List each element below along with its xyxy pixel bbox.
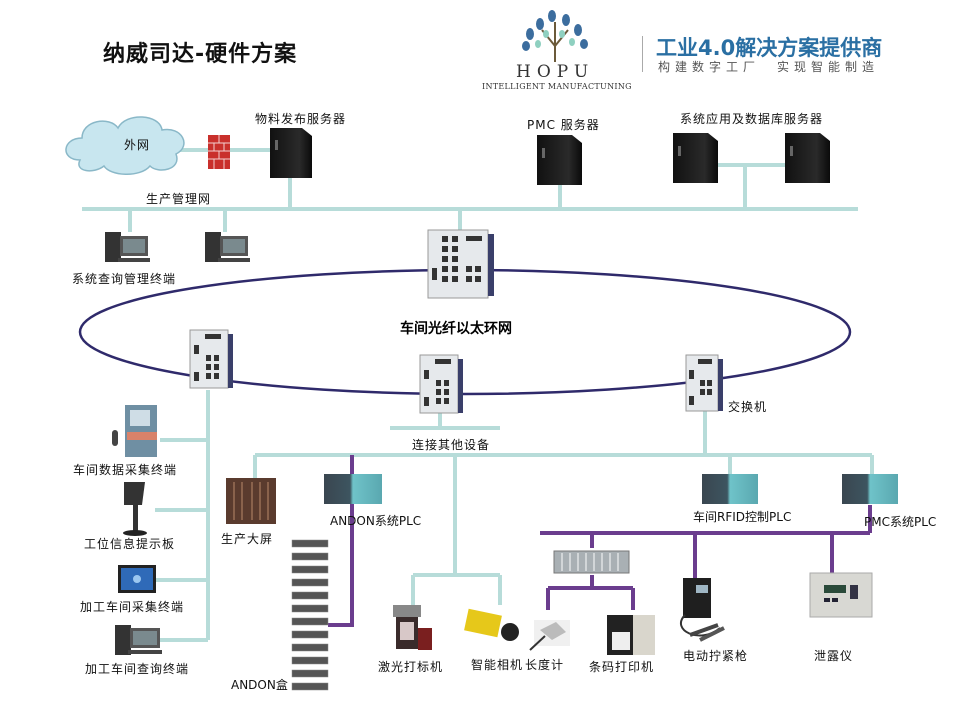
- core-switch-icon: [427, 229, 494, 299]
- firewall-icon: [208, 135, 230, 169]
- hopu-tree-logo-icon: [522, 10, 588, 62]
- andon-plc-icon: [324, 474, 382, 504]
- material-server-label: 物料发布服务器: [255, 112, 347, 126]
- andon-plc-label: ANDON系统PLC: [330, 514, 422, 528]
- logo-subtext: INTELLIGENT MANUFACTUNING: [482, 82, 632, 91]
- slogan-sub: 构建数字工厂 实现智能制造: [658, 60, 880, 74]
- query-terminal-label: 系统查询管理终端: [72, 272, 177, 286]
- switch-label: 交换机: [728, 400, 768, 414]
- leak-tester-label: 泄露仪: [814, 649, 854, 663]
- machining-collect-terminal-icon: [118, 565, 156, 593]
- andon-box-label: ANDON盒: [231, 678, 288, 692]
- plc-bus-lines: [328, 455, 872, 627]
- station-board-icon: [123, 482, 147, 536]
- big-screen-icon: [226, 478, 276, 524]
- page-title: 纳威司达-硬件方案: [103, 42, 298, 67]
- fiber-ring-label: 车间光纤以太环网: [400, 321, 512, 337]
- app-db-server-label: 系统应用及数据库服务器: [680, 112, 824, 126]
- slogan-main: 工业4.0解决方案提供商: [656, 36, 883, 60]
- machining-collect-terminal-label: 加工车间采集终端: [80, 600, 185, 614]
- laser-marker-icon: [393, 605, 432, 650]
- cloud-icon: [65, 116, 185, 175]
- smart-camera-label: 智能相机: [471, 658, 524, 672]
- server-db-icon: [785, 133, 830, 183]
- barcode-printer-label: 条码打印机: [589, 660, 655, 674]
- data-collect-terminal-label: 车间数据采集终端: [73, 463, 178, 477]
- machining-query-terminal-icon: [115, 625, 162, 655]
- mgmt-net-label: 生产管理网: [146, 192, 212, 206]
- machining-query-terminal-label: 加工车间查询终端: [85, 662, 190, 676]
- torque-gun-label: 电动拧紧枪: [683, 649, 749, 663]
- barcode-printer-icon: [607, 615, 655, 655]
- ring-switch-right-icon: [685, 354, 723, 412]
- logo-text: HOPU: [516, 62, 595, 82]
- length-gauge-icon: [529, 620, 570, 651]
- torque-gun-icon: [679, 578, 725, 642]
- pmc-plc-label: PMC系统PLC: [864, 515, 937, 529]
- data-collection-terminal-icon: [112, 405, 157, 457]
- server-app-icon: [673, 133, 718, 183]
- io-module-icon: [553, 550, 630, 574]
- ring-switch-center-icon: [419, 354, 463, 414]
- connect-other-label: 连接其他设备: [412, 438, 491, 452]
- rfid-plc-icon: [702, 474, 758, 504]
- server-material-icon: [270, 128, 312, 178]
- smart-camera-icon: [464, 608, 519, 641]
- pc-icon-1: [105, 232, 150, 262]
- brand-divider: [642, 36, 643, 72]
- pmc-plc-icon: [842, 474, 898, 504]
- external-net-label: 外网: [124, 138, 151, 152]
- pmc-server-label: PMC 服务器: [527, 118, 600, 132]
- leak-tester-icon: [809, 572, 873, 618]
- server-pmc-icon: [537, 135, 582, 185]
- ring-switch-left-icon: [189, 329, 233, 389]
- pc-icon-2: [205, 232, 250, 262]
- station-board-label: 工位信息提示板: [84, 537, 176, 551]
- rfid-plc-label: 车间RFID控制PLC: [693, 510, 792, 524]
- laser-marker-label: 激光打标机: [378, 660, 444, 674]
- big-screen-label: 生产大屏: [221, 532, 274, 546]
- andon-box-stack-icon: [291, 539, 329, 691]
- length-gauge-label: 长度计: [525, 658, 565, 672]
